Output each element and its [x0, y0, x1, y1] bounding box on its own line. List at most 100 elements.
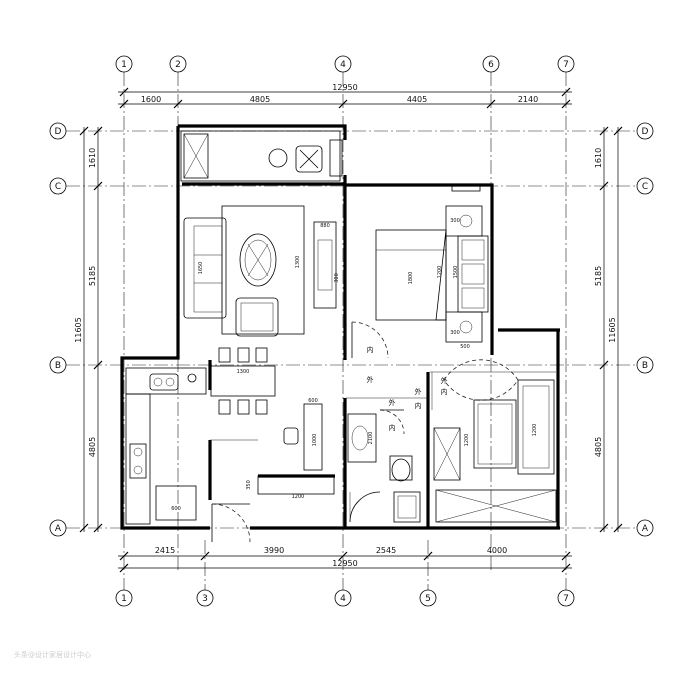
furniture-dim: 1200	[292, 494, 305, 500]
grid-bubbles-bottom: 1 3 4 5 7	[115, 589, 575, 607]
furniture-dim: 1650	[198, 262, 204, 275]
room-label: 外	[415, 387, 422, 396]
lounge-chair	[295, 145, 323, 173]
grid-bubble	[557, 55, 575, 73]
grid-bubble	[115, 55, 133, 73]
furniture-dim: 1300	[295, 256, 301, 269]
dim-label: 2415	[155, 546, 175, 555]
washing-machine	[393, 491, 421, 523]
room-label: 内	[441, 387, 448, 396]
kitchen-fixture	[187, 373, 197, 383]
sofa	[183, 217, 227, 319]
grid-bubble	[636, 177, 654, 195]
room-label: 内	[389, 423, 396, 432]
bathroom: 2100 外 内 外 内	[347, 387, 422, 523]
dim-label: 4000	[487, 546, 507, 555]
grid-label: 6	[488, 60, 494, 70]
room-label: 外	[389, 398, 396, 407]
grid-label: 1	[121, 60, 127, 70]
toilet-tank	[389, 455, 413, 481]
dining-chair	[218, 399, 231, 415]
grid-bubble	[115, 589, 133, 607]
living-room: 1650 1300 880 300	[183, 205, 340, 337]
grid-label: 3	[202, 594, 208, 604]
tv-cabinet	[313, 221, 337, 309]
grid-label: B	[642, 361, 648, 371]
grid-label: 7	[563, 594, 569, 604]
kitchen-counter	[125, 367, 207, 395]
grid-bubble	[482, 55, 500, 73]
dining-area: 1300	[210, 347, 276, 415]
dim-label: 4405	[407, 95, 427, 104]
grid-bubble	[49, 122, 67, 140]
grid-label: A	[642, 524, 649, 534]
grid-bubble	[334, 589, 352, 607]
room-label: 内	[367, 345, 374, 354]
hall-cabinet	[257, 475, 335, 495]
grid-label: A	[55, 524, 62, 534]
grid-label: B	[55, 361, 61, 371]
furniture-dim: 600	[308, 398, 318, 404]
room-label: 外	[441, 376, 448, 385]
furniture-dim: 300	[450, 218, 460, 224]
bed	[473, 399, 517, 469]
second-bedroom: 内 外 1200 1200	[431, 359, 557, 523]
room-label: 外	[367, 375, 374, 384]
grid-label: C	[642, 182, 648, 192]
dim-label: 1600	[141, 95, 161, 104]
furniture-dim: 500	[460, 344, 470, 350]
toilet	[391, 458, 411, 482]
desk	[433, 427, 461, 481]
dining-chair	[255, 399, 268, 415]
grid-bubble	[419, 589, 437, 607]
coffee-table	[239, 233, 277, 287]
desk	[303, 403, 323, 471]
entrance-door	[211, 503, 251, 543]
furniture-dim: 1800	[408, 272, 414, 285]
vanity	[347, 413, 377, 463]
grid-label: 4	[340, 60, 346, 70]
dim-label: 2140	[518, 95, 538, 104]
window	[451, 184, 481, 192]
dim-label: 4805	[594, 437, 603, 457]
footer-watermark: 头条@设计家居设计中心	[14, 650, 91, 659]
fridge	[155, 485, 197, 521]
wardrobe	[457, 235, 489, 313]
dim-chain-right: 1610 5185 4805 11605	[594, 126, 623, 533]
dining-chair	[237, 399, 250, 415]
dim-label: 12950	[332, 559, 357, 568]
grid-bubble	[557, 589, 575, 607]
grid-label: 1	[121, 594, 127, 604]
grid-bubble	[169, 55, 187, 73]
grid-label: D	[55, 127, 62, 137]
shower-curve	[349, 491, 381, 523]
master-bedroom: 1800 1200 300 300 500 1500 内 外	[351, 184, 489, 384]
furniture-dim: 1300	[237, 369, 250, 375]
furniture-dim: 300	[334, 273, 340, 283]
kitchen-sink	[149, 373, 179, 391]
furniture-dim: 600	[171, 506, 181, 512]
dim-label: 4805	[88, 437, 97, 457]
desk-chair	[283, 427, 299, 445]
dim-label: 5185	[88, 266, 97, 286]
furniture-dim: 1500	[453, 266, 459, 279]
grid-label: D	[642, 127, 649, 137]
grid-bubbles-left: D C B A	[49, 122, 67, 537]
grid-bubble	[334, 55, 352, 73]
dim-chain-left: 11605 1610 5185 4805	[74, 126, 103, 533]
furniture-dim: 1200	[437, 266, 443, 279]
dim-label: 1610	[594, 148, 603, 168]
dim-label: 1610	[88, 148, 97, 168]
dim-label: 5185	[594, 266, 603, 286]
grid-bubble	[49, 356, 67, 374]
nightstand	[445, 311, 483, 343]
armchair	[235, 297, 279, 337]
stove	[129, 443, 147, 479]
furniture-dim: 1000	[312, 434, 318, 447]
storage-cabinet	[183, 133, 209, 179]
grid-label: 5	[425, 594, 431, 604]
grid-bubble	[49, 519, 67, 537]
grid-bubbles-right: D C B A	[636, 122, 654, 537]
misc-lines	[210, 188, 556, 441]
wardrobe	[517, 379, 555, 475]
